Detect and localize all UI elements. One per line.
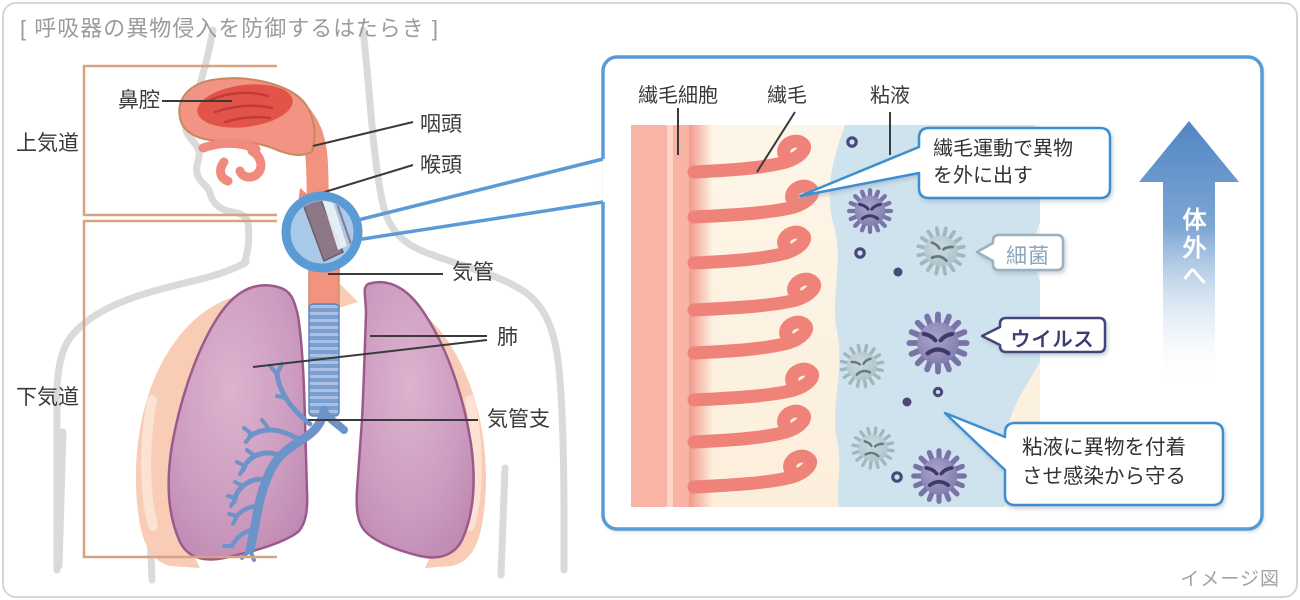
page-title: [ 呼吸器の異物侵入を防御するはたらき ] (20, 16, 440, 41)
magnifier-icon (281, 191, 363, 273)
label-mucus: 粘液 (870, 85, 910, 107)
airway-brackets (82, 64, 277, 559)
label-trachea: 気管 (452, 261, 494, 284)
image-note: イメージ図 (1180, 569, 1280, 590)
callout-cilia-action-text: 繊毛運動で異物 を外に出す (933, 136, 1073, 190)
label-pharynx: 咽頭 (420, 113, 462, 136)
label-virus: ウイルス (1010, 329, 1095, 351)
label-bacteria: 細菌 (1006, 245, 1050, 268)
lung-right-side (167, 283, 309, 561)
label-ciliated-cell: 繊毛細胞 (638, 85, 718, 107)
virus-icon (914, 451, 965, 502)
label-larynx: 喉頭 (420, 154, 462, 177)
bacteria-label-bubble (975, 233, 1065, 272)
label-outward: 体外へ (1178, 207, 1205, 291)
magnifier-connectors (353, 157, 604, 242)
callout-bubbles (798, 126, 1225, 507)
label-nasal-cavity: 鼻腔 (118, 89, 160, 112)
outward-arrow (1139, 121, 1239, 388)
label-lung: 肺 (497, 326, 518, 349)
label-cilia: 繊毛 (767, 85, 807, 107)
particle-dots (846, 136, 944, 483)
magnified-panel-border (601, 55, 1264, 531)
virus-icon (849, 190, 891, 232)
label-bronchus: 気管支 (487, 408, 550, 431)
callout-cilia-action-bubble (798, 126, 1112, 200)
panel-label-lines (677, 108, 891, 173)
callout-line: させ感染から守る (1022, 465, 1186, 488)
callout-line: 繊毛運動で異物 (933, 138, 1073, 160)
callout-mucus-action-bubble (943, 411, 1225, 507)
label-upper-airway: 上気道 (16, 132, 79, 155)
callout-line: 粘液に異物を付着 (1022, 436, 1186, 459)
virus-label-bubble (980, 316, 1107, 354)
trachea-bronchi (222, 303, 348, 562)
virus-icon (909, 314, 966, 371)
germs (838, 136, 969, 502)
callout-line: を外に出す (933, 165, 1033, 187)
callout-mucus-action-text: 粘液に異物を付着 させ感染から守る (1022, 433, 1186, 491)
label-lower-airway: 下気道 (16, 386, 79, 409)
cilia-illustration (687, 134, 822, 494)
